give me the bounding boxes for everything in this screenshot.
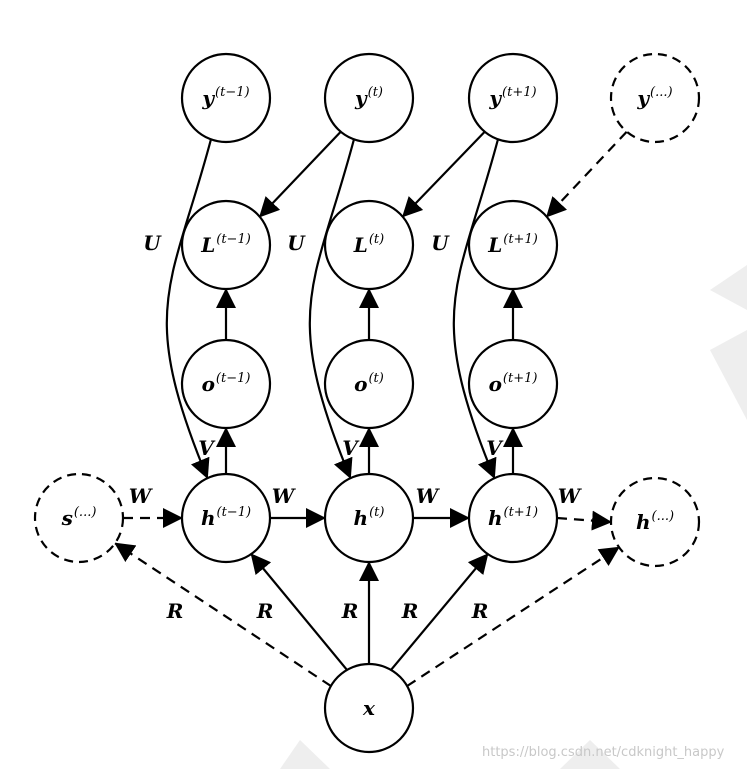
node-label: o(t−1) (202, 371, 251, 396)
node-circle (467, 52, 559, 144)
node-label: y(t+1) (488, 85, 536, 110)
label-U-1: U (143, 231, 162, 255)
edge-y-more-to-L-next (545, 130, 628, 218)
node-label: L(t+1) (487, 232, 538, 257)
edge-x-to-h-next (390, 553, 489, 671)
node-label: h(t) (354, 505, 385, 530)
node-circle (467, 472, 559, 564)
watermark-text: https://blog.csdn.net/cdknight_happy (482, 745, 725, 760)
node-circle (323, 52, 415, 144)
node-L_t: L(t) (323, 199, 415, 291)
nodes: y(t−1) y(t) y(t+1) y(...) L(t−1) L(t) L(t+1) o(… (33, 52, 701, 754)
label-V-1: V (198, 436, 216, 460)
edge-y_t-to-h_t (308, 139, 356, 480)
node-circle (180, 472, 272, 564)
node-y_t: y(t) (323, 52, 415, 144)
node-h_next: h(t+1) (467, 472, 559, 564)
label-V-2: V (342, 436, 360, 460)
node-circle (33, 472, 125, 564)
node-L_next: L(t+1) (467, 199, 559, 291)
node-circle (609, 52, 701, 144)
node-y_prev: y(t−1) (180, 52, 272, 144)
label-V-3: V (486, 436, 504, 460)
node-circle (180, 338, 272, 430)
label-W-1: W (129, 484, 154, 508)
node-x: x (323, 662, 415, 754)
label-W-4: W (558, 484, 583, 508)
node-circle (180, 52, 272, 144)
node-label: s(...) (61, 505, 97, 530)
node-L_prev: L(t−1) (180, 199, 272, 291)
node-circle (323, 662, 415, 754)
node-o_t: o(t) (323, 338, 415, 430)
edge-x-to-h-prev (250, 553, 348, 671)
edge-y_next-to-h_next (452, 139, 500, 480)
node-label: o(t) (354, 371, 384, 396)
label-R-4: R (401, 599, 419, 623)
node-circle (323, 338, 415, 430)
node-circle (323, 472, 415, 564)
watermark-shapes (280, 265, 747, 769)
node-s_more: s(...) (33, 472, 125, 564)
node-circle (609, 476, 701, 568)
edge-labels: U U U V V V W W W W R R R R R (129, 231, 583, 623)
node-label: y(t) (354, 85, 383, 110)
node-circle (323, 199, 415, 291)
edge-y_prev-to-h_prev (165, 139, 213, 480)
label-R-2: R (256, 599, 274, 623)
edges (114, 130, 628, 687)
label-W-2: W (272, 484, 297, 508)
edge-y-next-to-L-t (401, 130, 486, 218)
node-o_prev: o(t−1) (180, 338, 272, 430)
label-U-2: U (287, 231, 306, 255)
label-R-3: R (341, 599, 359, 623)
node-label: y(t−1) (201, 85, 249, 110)
label-R-1: R (166, 599, 184, 623)
edge-h-next-to-h-more (556, 510, 612, 531)
label-R-5: R (471, 599, 489, 623)
node-circle (467, 338, 559, 430)
edge-y-t-to-L-prev (258, 130, 342, 218)
node-label: L(t) (353, 232, 384, 257)
node-label: h(t−1) (201, 505, 251, 530)
node-label: y(...) (636, 85, 672, 110)
node-h_t: h(t) (323, 472, 415, 564)
node-label: o(t+1) (489, 371, 538, 396)
node-h_more: h(...) (609, 476, 701, 568)
node-label: x (362, 696, 376, 720)
edge-x-to-h-more (406, 546, 620, 687)
label-U-3: U (431, 231, 450, 255)
node-o_next: o(t+1) (467, 338, 559, 430)
label-W-3: W (416, 484, 441, 508)
node-h_prev: h(t−1) (180, 472, 272, 564)
node-y_next: y(t+1) (467, 52, 559, 144)
node-circle (180, 199, 272, 291)
edge-x-to-s-more (114, 542, 332, 687)
node-label: L(t−1) (200, 232, 251, 257)
node-label: h(t+1) (488, 505, 538, 530)
node-label: h(...) (636, 509, 674, 534)
node-circle (467, 199, 559, 291)
node-y_more: y(...) (609, 52, 701, 144)
